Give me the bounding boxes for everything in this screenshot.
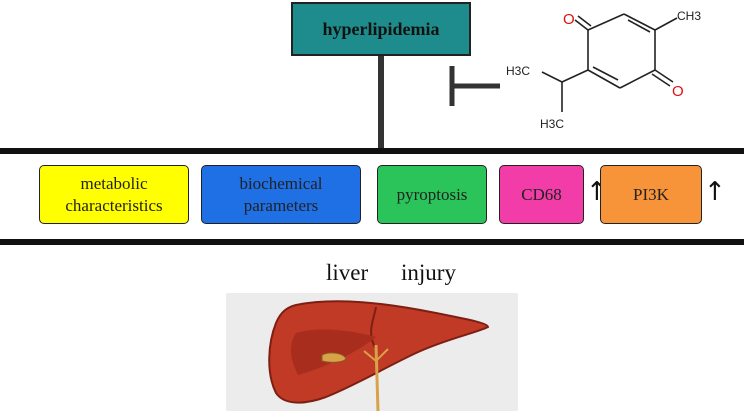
box-label: metabolic characteristics bbox=[65, 173, 163, 215]
inhibition-icon bbox=[449, 66, 500, 106]
oxygen-atom-2: O bbox=[672, 83, 684, 100]
box-biochemical-parameters: biochemical parameters bbox=[201, 165, 361, 224]
caption-word-liver: liver bbox=[326, 260, 369, 285]
methyl-label: CH3 bbox=[677, 9, 701, 23]
box-label: biochemical parameters bbox=[239, 173, 323, 215]
box-pyroptosis: pyroptosis bbox=[377, 165, 487, 224]
box-metabolic-characteristics: metabolic characteristics bbox=[39, 165, 189, 224]
title-text: hyperlipidemia bbox=[322, 18, 440, 39]
band-bottom-line bbox=[0, 239, 744, 245]
connector-stem bbox=[378, 56, 384, 151]
isopropyl-methyl-label-1: H3C bbox=[506, 64, 530, 78]
title-box: hyperlipidemia bbox=[291, 2, 471, 56]
caption-word-injury: injury bbox=[401, 260, 456, 285]
liver-panel bbox=[226, 293, 518, 412]
molecule-structure: O O CH3 H3C H3C bbox=[506, 9, 701, 131]
box-cd68: CD68 bbox=[499, 165, 584, 224]
isopropyl-methyl-label-2: H3C bbox=[540, 117, 564, 131]
box-label: PI3K bbox=[633, 184, 669, 204]
oxygen-atom-1: O bbox=[563, 11, 575, 28]
liver-icon bbox=[268, 300, 490, 412]
box-label: CD68 bbox=[521, 184, 562, 204]
box-label: pyroptosis bbox=[396, 184, 468, 204]
box-pi3k: PI3K bbox=[600, 165, 702, 224]
up-arrow-icon: ↑ bbox=[704, 177, 726, 207]
band-top-line bbox=[0, 148, 744, 154]
